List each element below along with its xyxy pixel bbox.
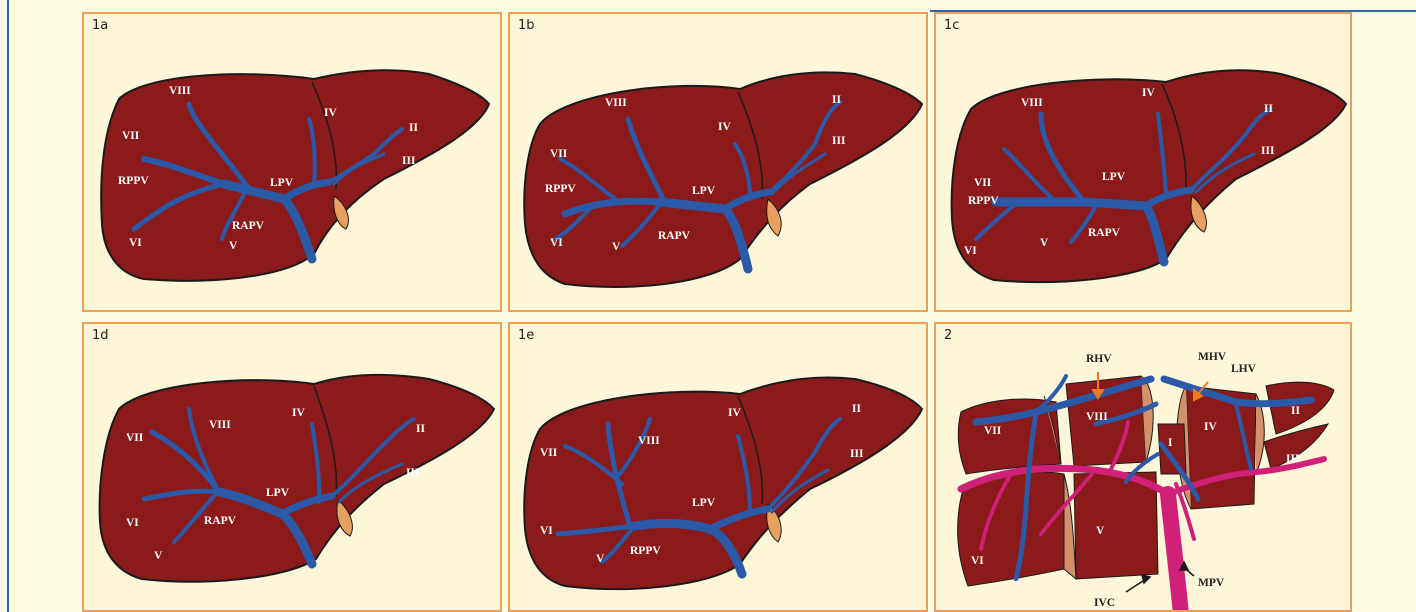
seg-IV: IV xyxy=(728,407,741,419)
seg-V: V xyxy=(154,550,163,562)
seg-VIII: VIII xyxy=(169,85,191,97)
seg-VI: VI xyxy=(540,525,553,537)
seg-VI: VI xyxy=(550,237,563,249)
panel-1c: 1c VIII VII RPPV RAPV VI V IV LPV II III xyxy=(934,12,1352,312)
label-RPPV: RPPV xyxy=(118,175,149,187)
seg-V: V xyxy=(1096,525,1105,537)
liver-diagram-1d: VIII VII RAPV VI V IV LPV II III xyxy=(84,324,502,612)
label-RAPV: RAPV xyxy=(658,230,691,242)
seg-VI: VI xyxy=(964,245,977,257)
seg-IV: IV xyxy=(1142,87,1155,99)
seg-VI: VI xyxy=(971,555,984,567)
panel-1e: 1e VIII VII RPPV VI V IV LPV II III xyxy=(508,322,928,612)
seg-VII: VII xyxy=(122,130,140,142)
label-RHV: RHV xyxy=(1086,353,1112,365)
seg-VII: VII xyxy=(984,425,1002,437)
label-RAPV: RAPV xyxy=(204,515,237,527)
seg-V: V xyxy=(1040,237,1049,249)
seg-VI: VI xyxy=(129,237,142,249)
seg-II: II xyxy=(1264,103,1273,115)
label-RPPV: RPPV xyxy=(630,545,661,557)
seg-VII: VII xyxy=(550,148,568,160)
seg-IV: IV xyxy=(1204,421,1217,433)
label-LPV: LPV xyxy=(1102,171,1126,183)
liver-shape xyxy=(524,377,922,589)
label-LPV: LPV xyxy=(266,487,290,499)
seg-VIII: VIII xyxy=(1086,411,1108,423)
label-RPPV: RPPV xyxy=(545,183,576,195)
label-RAPV: RAPV xyxy=(232,220,265,232)
panel-1b: 1b VIII VII RPPV RAPV VI V IV LPV II xyxy=(508,12,928,312)
seg-II: II xyxy=(832,94,841,106)
seg-II: II xyxy=(1291,405,1300,417)
seg-V: V xyxy=(229,240,238,252)
seg-III: III xyxy=(850,448,864,460)
frame-line-left xyxy=(7,0,9,612)
seg-VI: VI xyxy=(126,517,139,529)
seg-V: V xyxy=(596,553,605,565)
seg-III: III xyxy=(1286,453,1300,465)
seg-VIII: VIII xyxy=(209,419,231,431)
liver-segments-diagram-2: RHV MHV LHV VII VIII IV II I III V VI IV… xyxy=(936,324,1352,612)
panel-2: 2 xyxy=(934,322,1352,612)
seg-II: II xyxy=(852,403,861,415)
seg-IV: IV xyxy=(324,107,337,119)
segment-VI-block xyxy=(958,472,1064,586)
seg-III: III xyxy=(406,467,420,479)
seg-VIII: VIII xyxy=(605,97,627,109)
seg-VII: VII xyxy=(540,447,558,459)
label-RAPV: RAPV xyxy=(1088,227,1121,239)
seg-IV: IV xyxy=(292,407,305,419)
seg-VIII: VIII xyxy=(1021,97,1043,109)
label-RPPV: RPPV xyxy=(968,195,999,207)
seg-III: III xyxy=(832,135,846,147)
seg-VII: VII xyxy=(974,177,992,189)
seg-I: I xyxy=(1168,437,1173,449)
label-LPV: LPV xyxy=(270,177,294,189)
seg-II: II xyxy=(409,122,418,134)
panel-1a: 1a VIII VII RPPV RAPV VI V IV LPV II III xyxy=(82,12,502,312)
liver-shape xyxy=(952,70,1346,282)
liver-diagram-1c: VIII VII RPPV RAPV VI V IV LPV II III xyxy=(936,14,1352,312)
label-LPV: LPV xyxy=(692,185,716,197)
panel-1d: 1d VIII VII RAPV VI V IV LPV II III xyxy=(82,322,502,612)
label-LHV: LHV xyxy=(1231,363,1257,375)
seg-II: II xyxy=(416,423,425,435)
liver-diagram-1b: VIII VII RPPV RAPV VI V IV LPV II III xyxy=(510,14,928,312)
seg-III: III xyxy=(402,155,416,167)
seg-IV: IV xyxy=(718,121,731,133)
seg-VII: VII xyxy=(126,432,144,444)
label-IVC: IVC xyxy=(1094,597,1115,609)
label-MPV: MPV xyxy=(1198,577,1225,589)
liver-diagram-1a: VIII VII RPPV RAPV VI V IV LPV II III xyxy=(84,14,502,312)
liver-shape xyxy=(101,70,489,281)
seg-VIII: VIII xyxy=(638,435,660,447)
segment-V-block xyxy=(1074,472,1158,579)
liver-shape xyxy=(524,72,922,287)
seg-V: V xyxy=(612,241,621,253)
label-MHV: MHV xyxy=(1198,351,1227,363)
liver-diagram-1e: VIII VII RPPV VI V IV LPV II III xyxy=(510,324,928,612)
seg-III: III xyxy=(1261,145,1275,157)
label-LPV: LPV xyxy=(692,497,716,509)
